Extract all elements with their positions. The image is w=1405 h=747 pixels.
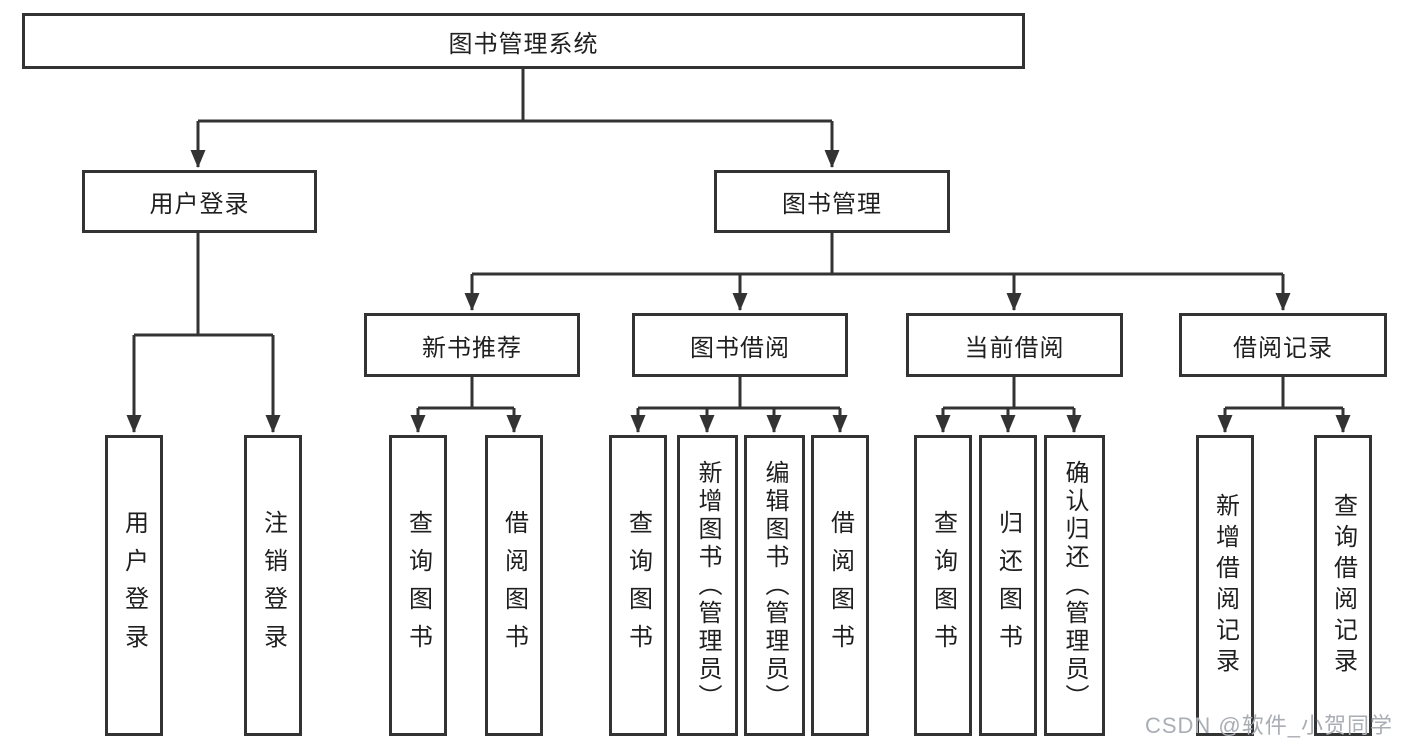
node-new-book-recommendation: 新书推荐	[364, 313, 580, 377]
node-current-borrowing: 当前借阅	[906, 313, 1123, 377]
leaf-logout: 注销登录	[244, 435, 302, 736]
leaf-add-books-admin: 新增图书（管理员）	[677, 435, 738, 736]
node-borrowing-records: 借阅记录	[1179, 313, 1387, 377]
leaf-user-login: 用户登录	[105, 435, 163, 736]
leaf-return-books: 归还图书	[979, 435, 1037, 736]
leaf-query-books-current: 查询图书	[914, 435, 972, 736]
node-book-borrowing: 图书借阅	[632, 313, 848, 377]
leaf-query-books-borrowing: 查询图书	[609, 435, 667, 736]
leaf-query-borrow-record: 查询借阅记录	[1314, 435, 1372, 736]
node-user-login: 用户登录	[82, 170, 317, 233]
leaf-add-borrow-record: 新增借阅记录	[1196, 435, 1254, 736]
leaf-query-books-recommend: 查询图书	[389, 435, 447, 736]
leaf-edit-books-admin: 编辑图书（管理员）	[744, 435, 805, 736]
csdn-watermark: CSDN @软件_小贺同学	[1144, 713, 1393, 738]
node-book-management: 图书管理	[714, 170, 950, 233]
node-root-system: 图书管理系统	[22, 13, 1025, 69]
leaf-borrow-books-borrowing: 借阅图书	[811, 435, 869, 736]
leaf-borrow-books-recommend: 借阅图书	[485, 435, 543, 736]
leaf-confirm-return-admin: 确认归还（管理员）	[1044, 435, 1105, 736]
